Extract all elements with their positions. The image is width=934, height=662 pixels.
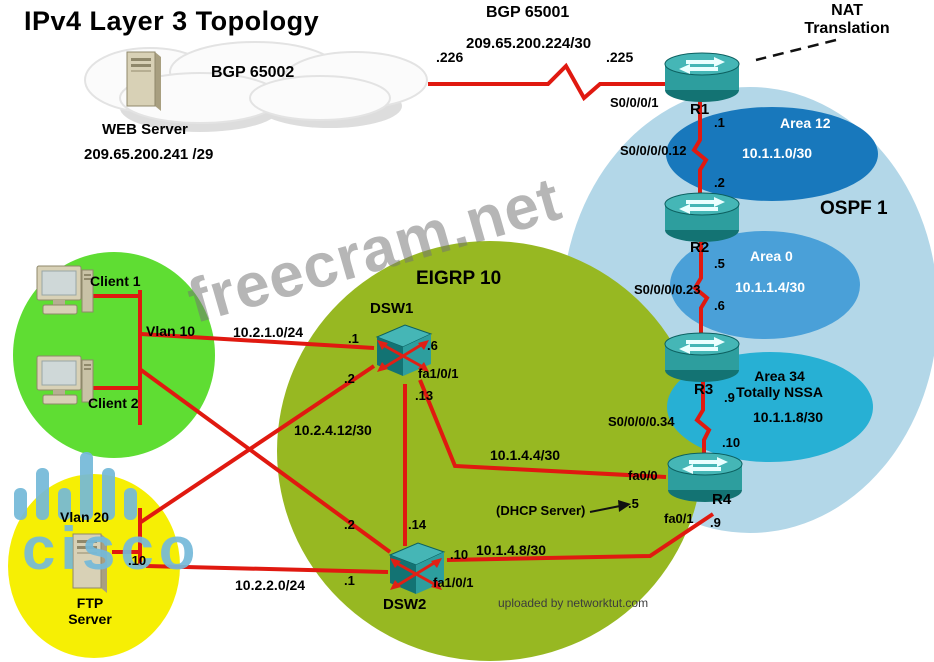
nat-translation-label: NAT Translation (804, 2, 890, 37)
router-r1-icon (664, 52, 740, 103)
dhcp-arrow-head (618, 500, 631, 512)
ospf-label: OSPF 1 (820, 198, 888, 219)
r4-if-top-label: .10 (722, 435, 741, 450)
link-dsw2-r4 (446, 512, 715, 562)
area0-subnet-label: 10.1.1.4/30 (735, 279, 806, 295)
r4-fa01-label: fa0/1 (664, 511, 694, 526)
eigrp-label: EIGRP 10 (416, 268, 502, 289)
dhcp-arrow-line (589, 505, 621, 513)
subnet-10-2-4-label: 10.2.4.12/30 (294, 422, 372, 438)
ospf-area0 (670, 231, 860, 339)
ospf-area12 (666, 107, 878, 201)
ftp-if-label: .10 (128, 553, 147, 568)
dsw1-if-r4-label: .6 (427, 338, 438, 353)
r4-fa00-label: fa0/0 (628, 468, 658, 483)
cloud-bgp-as-label: BGP 65002 (211, 64, 295, 81)
subnet-10-2-2-label: 10.2.2.0/24 (235, 577, 306, 593)
switch-dsw2-label: DSW2 (383, 596, 427, 613)
r1-if-label: .1 (714, 115, 725, 130)
link-r3-r4 (694, 380, 712, 456)
vlan10-label: Vlan 10 (146, 323, 196, 339)
link-dsw1-r4 (418, 379, 667, 479)
ftp-server-icon (72, 533, 108, 594)
dsw2-if-vlan10-label: .2 (344, 517, 355, 532)
dsw2-port-label: fa1/0/1 (433, 575, 474, 590)
dsw1-if-dsw2-label: .13 (415, 388, 434, 403)
cisco-logo-bars-icon (14, 452, 137, 520)
annotations (589, 38, 837, 513)
nat-pointer-line (755, 38, 837, 62)
web-server-icon (126, 51, 162, 112)
dsw2-if-dsw1-label: .14 (408, 517, 427, 532)
link-vlan20-dsw2 (145, 564, 389, 574)
serial-s23-label: S0/0/0/0.23 (634, 282, 701, 297)
router-r2-icon (664, 192, 740, 243)
router-r4-label: R4 (712, 491, 732, 508)
area12-subnet-label: 10.1.1.0/30 (742, 145, 813, 161)
dsw1-if-vlan20-label: .2 (344, 371, 355, 386)
serial-s0001-label: S0/0/0/1 (610, 95, 659, 110)
serial-s34-label: S0/0/0/0.34 (608, 414, 675, 429)
client2-label: Client 2 (88, 395, 139, 411)
web-server-label: WEB Server (102, 121, 188, 138)
link-wan-cloud-r1 (428, 62, 668, 102)
r4-fa00-if-label: .5 (628, 496, 639, 511)
vlan20-label: Vlan 20 (60, 509, 110, 525)
subnet-10-1-4-4-label: 10.1.4.4/30 (490, 447, 561, 463)
link-vlan10-dsw1 (140, 332, 375, 350)
page-title: IPv4 Layer 3 Topology (24, 6, 320, 36)
router-r3-label: R3 (694, 381, 714, 398)
if-226-label: .226 (436, 49, 464, 65)
area34-subnet-label: 10.1.1.8/30 (753, 409, 824, 425)
client1-label: Client 1 (90, 273, 141, 289)
credit-text: uploaded by networktut.com (498, 596, 649, 610)
r2-if-bottom-label: .5 (714, 256, 725, 271)
red-links (93, 62, 715, 574)
router-r1-label: R1 (690, 101, 710, 118)
area12-name-label: Area 12 (780, 115, 831, 131)
router-r2-label: R2 (690, 239, 710, 256)
area0-name-label: Area 0 (750, 248, 793, 264)
subnet-10-1-4-8-label: 10.1.4.8/30 (476, 542, 547, 558)
dsw1-port-label: fa1/0/1 (418, 366, 459, 381)
area34-name-label: Area 34 Totally NSSA (736, 368, 823, 400)
link-vlan10-dsw2 (139, 368, 392, 554)
r4-fa01-if-label: .9 (710, 515, 721, 530)
subnet-10-2-1-label: 10.2.1.0/24 (233, 324, 304, 340)
if-225-label: .225 (606, 49, 634, 65)
r2-if-top-label: .2 (714, 175, 725, 190)
switch-dsw1-label: DSW1 (370, 300, 414, 317)
dsw2-if-vlan20-label: .1 (344, 573, 355, 588)
serial-s12-label: S0/0/0/0.12 (620, 143, 687, 158)
client2-pc-icon (36, 355, 94, 405)
client1-pc-icon (36, 265, 94, 315)
bgp-as-top-label: BGP 65001 (486, 4, 570, 21)
dsw2-if-r4-label: .10 (450, 547, 469, 562)
bgp-subnet-label: 209.65.200.224/30 (466, 35, 592, 52)
link-r2-r3 (692, 238, 710, 336)
r3-if-top-label: .6 (714, 298, 725, 313)
link-vlan20-dsw1 (139, 364, 376, 524)
web-server-ip-label: 209.65.200.241 /29 (84, 146, 214, 163)
dhcp-server-note: (DHCP Server) (496, 503, 586, 518)
link-r1-r2 (691, 98, 709, 196)
dsw1-if-vlan10-label: .1 (348, 331, 359, 346)
ftp-server-label: FTP Server (68, 595, 112, 627)
r3-if-bottom-label: .9 (724, 390, 735, 405)
